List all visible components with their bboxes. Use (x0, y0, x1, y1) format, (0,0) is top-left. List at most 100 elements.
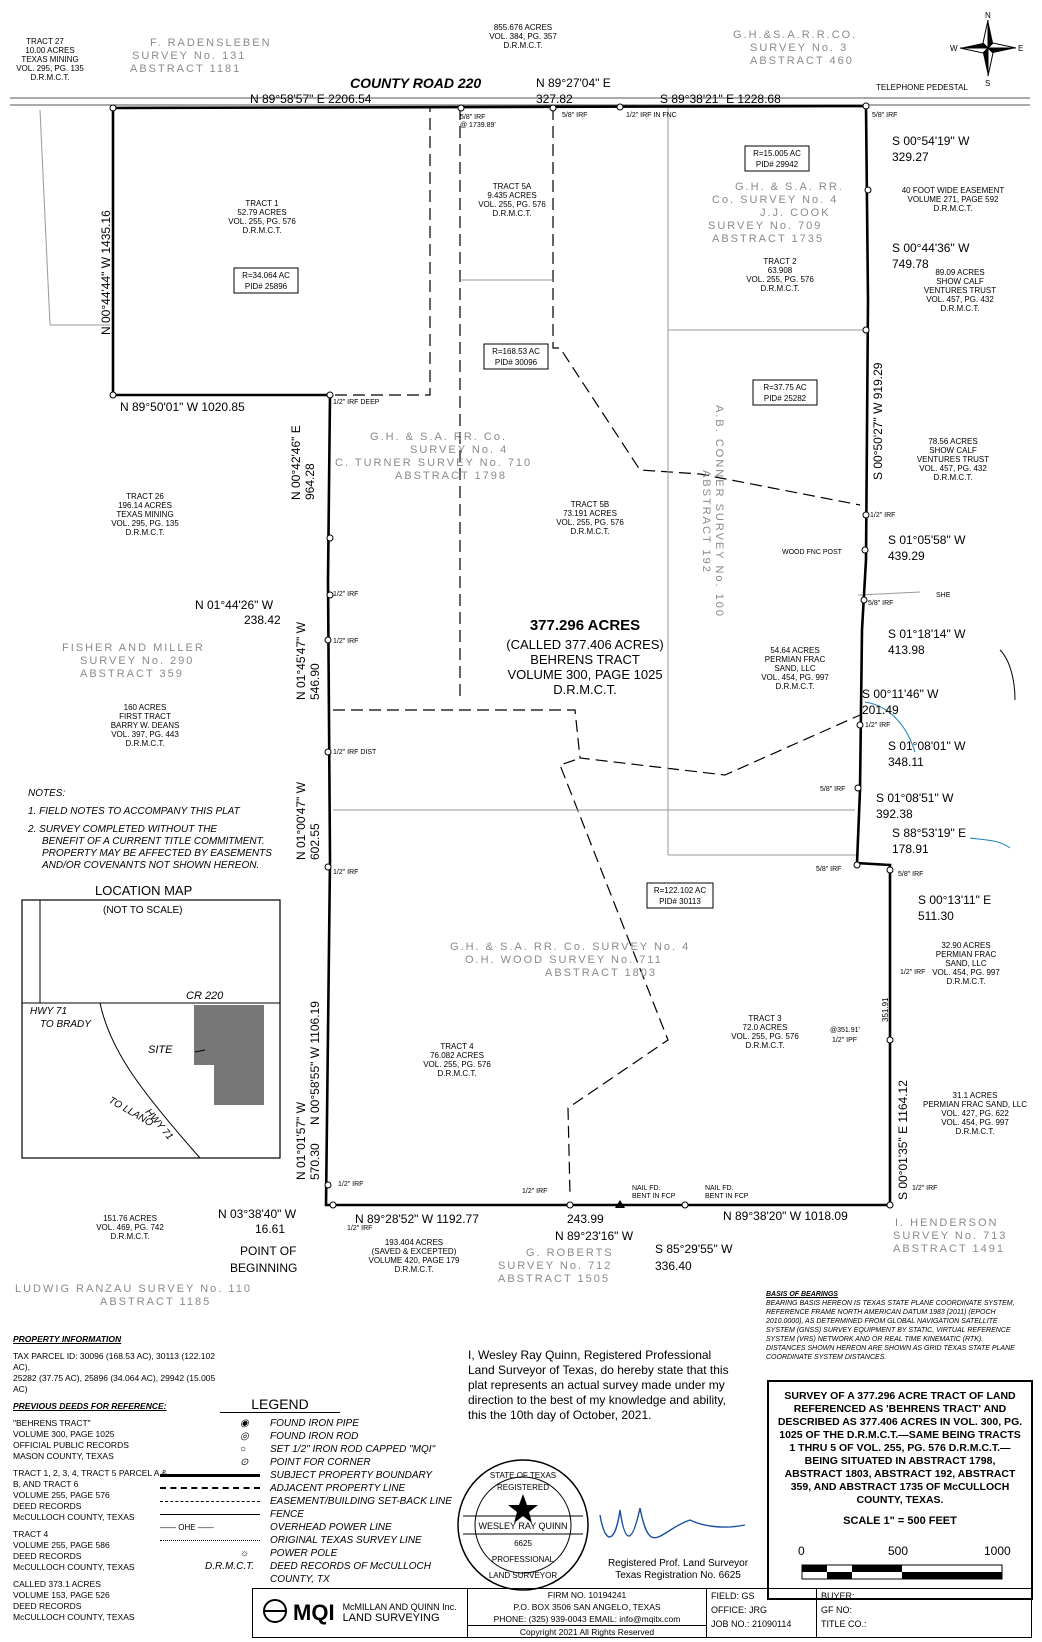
sig-line-2: Texas Registration No. 6625 (615, 1570, 741, 1581)
plat-label: BENEFIT OF A CURRENT TITLE COMMITMENT. (42, 836, 265, 847)
plat-label: N 03°38'40" W (218, 1207, 297, 1221)
plat-label: 193.404 ACRES (385, 1238, 443, 1247)
tax-parcel-line: 25282 (37.75 AC), 25896 (34.064 AC), 299… (13, 1373, 216, 1394)
plat-label: 5/8" IRF (562, 112, 587, 119)
plat-label: 1/2" IRF (347, 1225, 372, 1232)
plat-label: SURVEY No. 712 (498, 1260, 612, 1272)
plat-label: 89.09 ACRES (935, 268, 984, 277)
logo-text: MQI (293, 1600, 335, 1625)
plat-label: 238.42 (244, 613, 281, 627)
seal-text: STATE OF TEXAS REGISTERED WESLEY RAY QUI… (478, 1471, 567, 1580)
plat-label: D.R.M.C.T. (745, 1041, 784, 1050)
plat-label: 964.28 (303, 463, 317, 500)
plat-label: 73.191 ACRES (563, 509, 617, 518)
scale-labels: 0 500 1000 (798, 1544, 1011, 1558)
plat-label: N 00°42'46" E (289, 425, 303, 500)
plat-label: O.H. WOOD SURVEY No. 711 (465, 954, 663, 966)
plat-label: G. ROBERTS (526, 1247, 614, 1259)
deed-line: McCULLOCH COUNTY, TEXAS (13, 1562, 135, 1572)
company-sub: LAND SURVEYING (342, 1612, 440, 1624)
notes: NOTES: 1. FIELD NOTES TO ACCOMPANY THIS … (27, 788, 272, 871)
plat-label: D.R.M.C.T. (30, 73, 69, 82)
plat-label: 1/2" IRF (870, 512, 895, 519)
plat-label: PERMIAN FRAC (765, 655, 826, 664)
plat-label: Co. SURVEY No. 4 (712, 194, 838, 206)
plat-label: VOL. 295, PG. 135 (16, 64, 84, 73)
plat-label: N 89°23'16" W (555, 1229, 634, 1243)
surveyor-seal (457, 1459, 589, 1591)
legend-title: LEGEND (220, 1396, 340, 1413)
plat-label: 72.0 ACRES (743, 1023, 788, 1032)
plat-label: SITE (148, 1044, 173, 1056)
deed-line: DEED RECORDS (13, 1601, 82, 1611)
deed-line: "BEHRENS TRACT" (13, 1418, 91, 1428)
deed-line: DEED RECORDS (13, 1501, 82, 1511)
plat-label: (NOT TO SCALE) (103, 905, 182, 916)
job-number: JOB NO.: 21090114 (711, 1619, 792, 1629)
certification-text: I, Wesley Ray Quinn, Registered Professi… (468, 1348, 729, 1422)
plat-label: 749.78 (892, 257, 929, 271)
plat-label: 413.98 (888, 643, 925, 657)
plat-label: 1/2" IRF (338, 1181, 363, 1188)
subject-boundary (111, 104, 892, 1207)
plat-label: WESLEY RAY QUINN (478, 1521, 567, 1531)
plat-label: S 01°08'01" W (888, 739, 966, 753)
legend-item: ○SET 1/2" IRON ROD CAPPED "MQI" (240, 1444, 436, 1455)
plat-label: 1/2" IRF (333, 638, 358, 645)
plat-label: 439.29 (888, 549, 925, 563)
plat-label: 1/2" IPF (832, 1037, 857, 1044)
plat-label: 5/8" IRF (898, 871, 923, 878)
plat-label: D.R.M.C.T. (570, 527, 609, 536)
legend-item: SUBJECT PROPERTY BOUNDARY (160, 1469, 460, 1482)
plat-label: 1/2" IRF (900, 969, 925, 976)
office-tech: OFFICE: JRG (711, 1605, 767, 1615)
deed-line: McCULLOCH COUNTY, TEXAS (13, 1512, 135, 1522)
plat-label: E (1018, 44, 1023, 53)
plat-label: 10.00 ACRES (25, 46, 74, 55)
plat-label: R=37.75 AC (763, 383, 807, 392)
plat-label: G.H. & S.A. RR. Co. SURVEY No. 4 (450, 941, 690, 953)
title-co: TITLE CO.: (821, 1619, 867, 1629)
deed-line: MASON COUNTY, TEXAS (13, 1451, 114, 1461)
plat-label: SAND, LLC (945, 959, 987, 968)
plat-label: SURVEY No. 290 (80, 655, 194, 667)
plat-label: VOL. 454, PG. 997 (941, 1118, 1009, 1127)
plat-label: ABSTRACT 1181 (130, 63, 241, 75)
plat-label: D.R.M.C.T. (933, 473, 972, 482)
plat-label: FIRST TRACT (119, 712, 171, 721)
deed-line: CALLED 373.1 ACRES (13, 1579, 101, 1589)
plat-label: ABSTRACT 359 (80, 668, 184, 680)
plat-label: VENTURES TRUST (924, 286, 996, 295)
firm-no: FIRM NO. 10194241 (547, 1590, 627, 1600)
plat-label: D.R.M.C.T. (110, 1232, 149, 1241)
plat-label: 6625 (514, 1539, 532, 1548)
tax-parcel-line: TAX PARCEL ID: 30096 (168.53 AC), 30113 … (13, 1351, 215, 1372)
plat-label: REGISTERED (497, 1483, 549, 1492)
plat-label: TO BRADY (40, 1019, 92, 1030)
plat-label: PID# 29942 (756, 160, 799, 169)
plat-label: 1/2" IRF (865, 722, 890, 729)
legend: LEGEND ◉FOUND IRON PIPE ◎FOUND IRON ROD … (160, 1396, 460, 1586)
plat-label: ABSTRACT 1185 (100, 1296, 211, 1308)
plat-label: D.R.M.C.T. (492, 209, 531, 218)
plat-label: PERMIAN FRAC SAND, LLC (923, 1100, 1027, 1109)
plat-label: 5/8" IRF (820, 786, 845, 793)
deed-line: VOLUME 153, PAGE 526 (13, 1590, 110, 1600)
plat-label: VOL. 255, PG. 576 (423, 1060, 491, 1069)
plat-label: S 01°05'58" W (888, 533, 966, 547)
plat-label: 201.49 (862, 703, 899, 717)
plat-label: D.R.M.C.T. (940, 304, 979, 313)
property-info: PROPERTY INFORMATION TAX PARCEL ID: 3009… (13, 1334, 223, 1623)
plat-label: A.B. CONNER SURVEY No. 100 (713, 405, 725, 618)
plat-label: LAND SURVEYOR (489, 1571, 558, 1580)
deed-line: TRACT 4 (13, 1529, 49, 1539)
plat-label: 511.30 (918, 909, 954, 923)
survey-labels: F. RADENSLEBEN SURVEY No. 131 ABSTRACT 1… (15, 29, 1005, 1308)
plat-label: S 89°38'21" E 1228.68 (660, 92, 781, 106)
basis-of-bearings: BASIS OF BEARINGS BEARING BASIS HEREON I… (766, 1290, 1022, 1362)
plat-label: S 00°13'11" E (918, 893, 991, 907)
plat-label: R=15.005 AC (753, 149, 801, 158)
phone-email: PHONE: (325) 939-0043 EMAIL: info@mqitx.… (493, 1614, 681, 1624)
plat-label: 1/2" IRF (522, 1188, 547, 1195)
